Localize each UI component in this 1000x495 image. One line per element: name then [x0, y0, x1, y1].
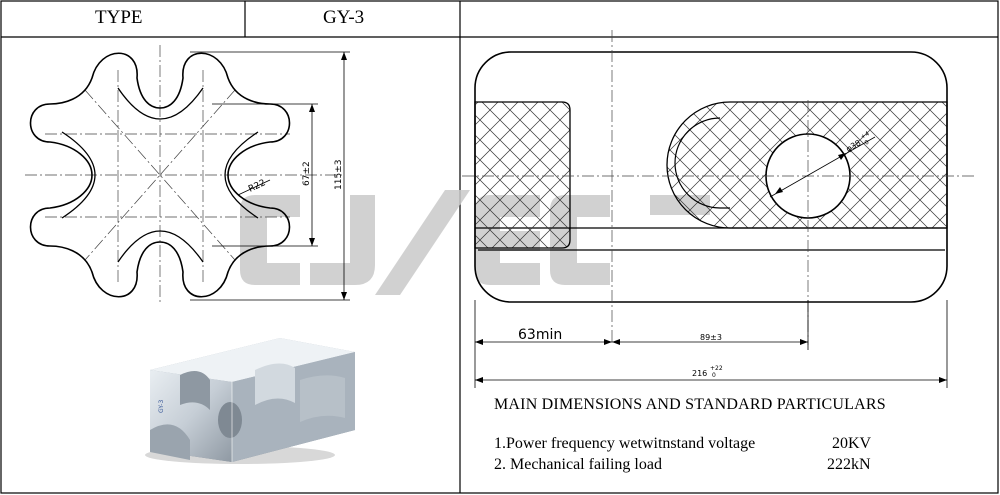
photo-marking: GY-3 — [158, 400, 165, 413]
model-header-value: GY-3 — [323, 7, 365, 28]
dim-total-tol-upper: +22 — [710, 365, 723, 372]
dim-center-label: 89±3 — [700, 333, 722, 342]
spec-label: 2. Mechanical failing load — [494, 456, 662, 473]
dim-radius-label: R22 — [247, 178, 267, 195]
spec-label: 1.Power frequency wetwitnstand voltage — [494, 435, 756, 452]
dim-total-label: 216 — [692, 369, 707, 378]
dim-hole-tol-upper: +4 — [860, 130, 871, 141]
specs-title: MAIN DIMENSIONS AND STANDARD PARTICULARS — [494, 396, 886, 413]
side-view-drawing: φ38 +4 0 63min 89±3 216 +22 0 — [462, 30, 975, 388]
type-header-label: TYPE — [95, 7, 143, 28]
product-photo: GY-3 — [145, 338, 355, 464]
dim-total-height-label: 115±3 — [334, 160, 344, 190]
dim-hole-tol-lower: 0 — [864, 139, 871, 147]
spec-value: 20KV — [832, 435, 872, 452]
front-view-drawing: R22 67±2 115±3 — [25, 45, 350, 305]
star-profile-outline — [29, 52, 291, 298]
dim-total-tol-lower: 0 — [712, 372, 716, 379]
dim-inner-height-label: 67±2 — [302, 161, 312, 186]
hatched-end-section — [474, 101, 571, 249]
spec-value: 222kN — [827, 456, 871, 473]
dim-min-length-label: 63min — [518, 327, 562, 343]
